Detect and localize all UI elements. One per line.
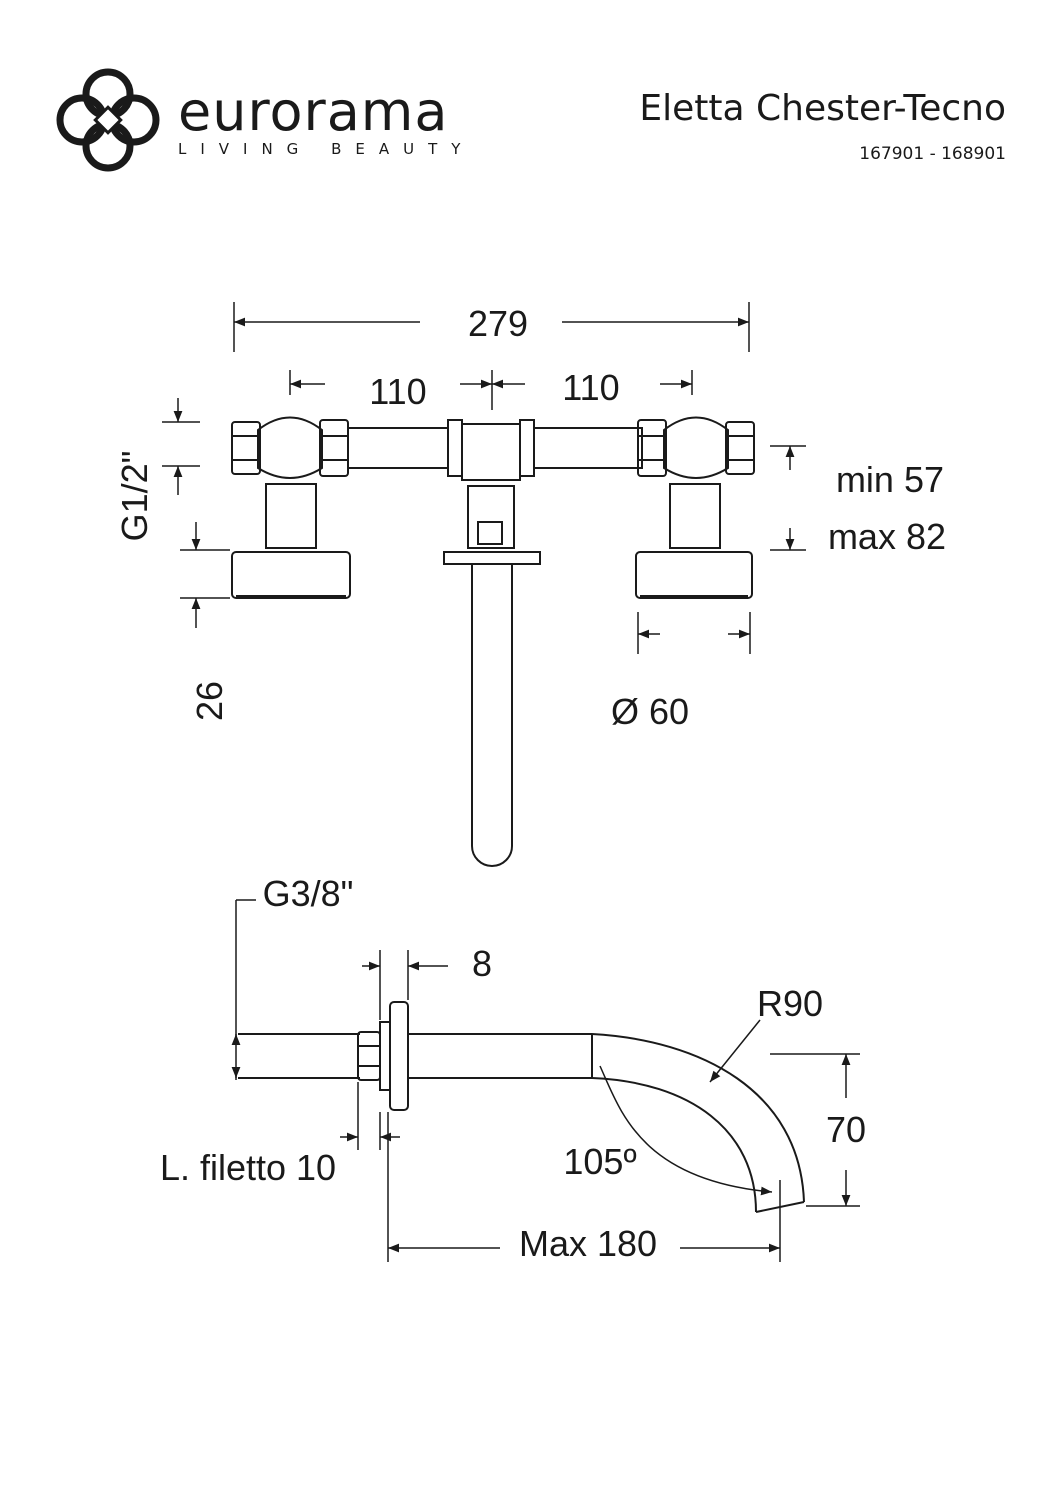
brand-tagline: LIVING BEAUTY [178,140,475,158]
dim-spout-drop: 70 [826,1109,866,1150]
product-codes: 167901 - 168901 [859,144,1006,164]
dim-rosette-thickness: 26 [189,681,230,721]
front-view [231,416,755,867]
dim-rosette-diameter: Ø 60 [611,691,689,732]
dim-thread-length: L. filetto 10 [160,1147,336,1188]
dim-depth-max: max 82 [828,516,946,557]
dim-bend-angle: 105º [563,1141,636,1182]
dim-spacing-left: 110 [369,371,426,412]
dim-bend-radius: R90 [757,983,823,1024]
front-dimension-lines [162,302,806,654]
brand-logo [52,64,164,176]
product-name: Eletta Chester-Tecno [639,88,1006,129]
dim-inlet-thread: G1/2" [114,451,155,542]
side-view [238,1001,805,1213]
side-dimension-lines [231,899,860,1262]
interlocking-rings-logo-icon [56,68,160,172]
central-pipe-tee [347,419,643,867]
dim-flange-thickness: 8 [472,943,492,984]
right-valve [635,416,755,599]
dim-depth-min: min 57 [836,459,944,500]
brand-name: eurorama [178,80,449,143]
left-valve [231,416,351,599]
dim-spout-reach: Max 180 [519,1223,657,1264]
dim-spout-thread: G3/8" [263,873,354,914]
dim-overall-width: 279 [468,303,528,344]
dim-spacing-right: 110 [562,367,619,408]
